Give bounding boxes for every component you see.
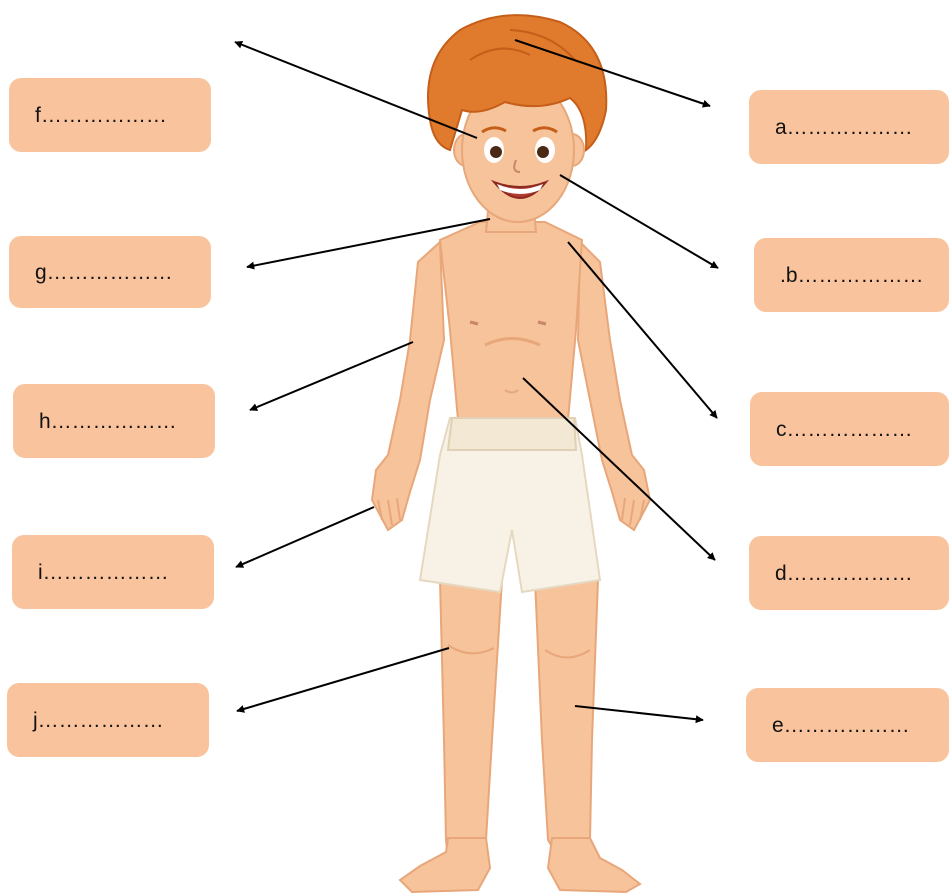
label-f-text: f……………… [35, 105, 167, 126]
label-a-text: a……………… [775, 117, 913, 138]
right-foot [548, 838, 640, 892]
label-box-i: i……………… [12, 535, 214, 609]
arrow-e [575, 706, 703, 720]
label-box-a: a……………… [749, 90, 949, 164]
label-box-f: f……………… [9, 78, 211, 152]
label-box-d: d……………… [749, 536, 949, 610]
arrow-h [250, 342, 413, 410]
label-i-text: i……………… [38, 562, 169, 583]
label-box-c: c……………… [750, 392, 949, 466]
arrow-j [237, 648, 449, 711]
label-box-j: j……………… [7, 683, 209, 757]
label-box-g: g……………… [9, 236, 211, 308]
left-arm [372, 242, 444, 530]
right-leg [535, 580, 598, 860]
label-h-text: h……………… [39, 411, 177, 432]
label-j-text: j……………… [33, 710, 164, 731]
waistband [448, 418, 576, 450]
label-box-h: h……………… [13, 384, 215, 458]
label-b-text: .b……………… [780, 265, 924, 286]
label-box-b: .b……………… [754, 238, 949, 312]
label-c-text: c……………… [776, 419, 913, 440]
boy-illustration [372, 15, 650, 892]
arrow-i [236, 507, 374, 567]
label-e-text: e……………… [772, 715, 910, 736]
label-box-e: e……………… [746, 688, 949, 762]
label-d-text: d……………… [775, 563, 913, 584]
left-leg [440, 580, 502, 860]
torso [440, 222, 582, 420]
left-foot [400, 838, 490, 892]
label-g-text: g……………… [35, 262, 173, 283]
